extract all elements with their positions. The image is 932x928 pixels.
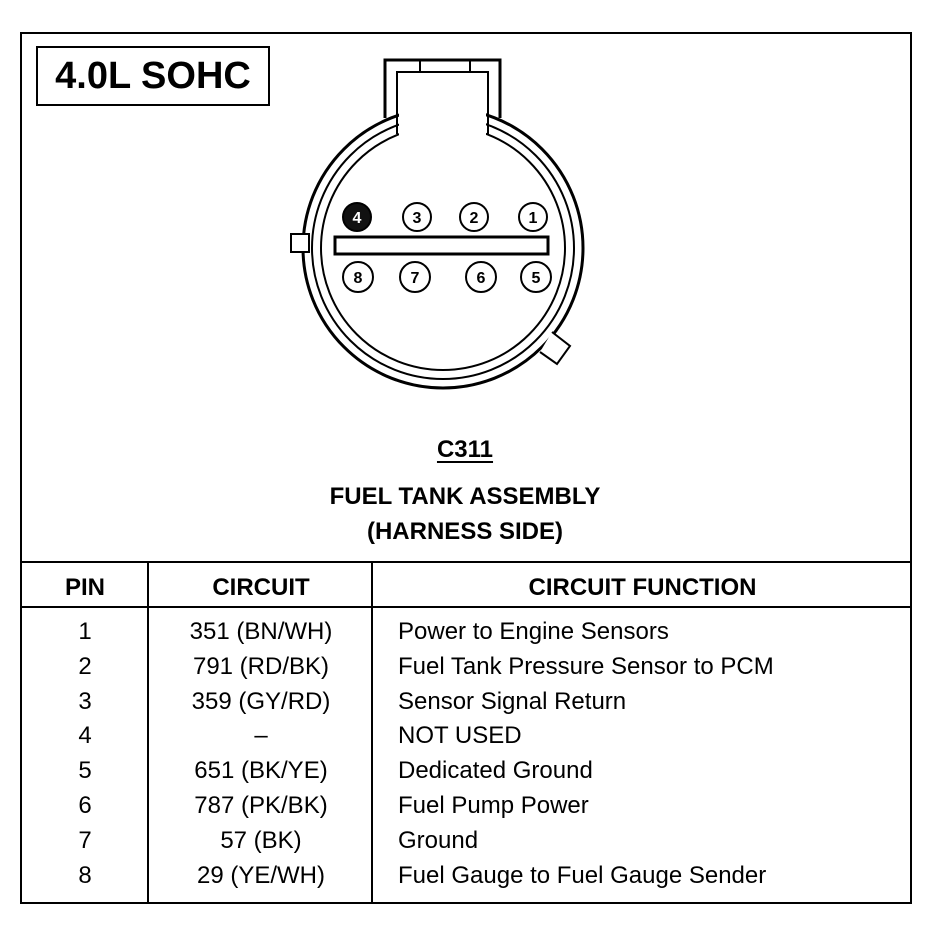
circuit-cell: 359 (GY/RD) — [191, 687, 331, 715]
connector-id: C311 — [436, 436, 494, 463]
circuit-cell: 791 (RD/BK) — [192, 652, 330, 680]
circuit-cell: 651 (BK/YE) — [194, 757, 328, 785]
engine-label: 4.0L SOHC — [36, 46, 270, 106]
pin-5: 5 — [520, 261, 552, 293]
table-col-rule-2 — [371, 561, 373, 904]
header-circuit-function: CIRCUIT FUNCTION — [528, 574, 757, 601]
header-circuit: CIRCUIT — [212, 574, 310, 601]
pin-cell: 6 — [78, 791, 92, 819]
svg-text:2: 2 — [470, 210, 479, 227]
svg-text:8: 8 — [354, 270, 363, 287]
diagram-frame — [20, 32, 912, 904]
connector-key — [539, 331, 572, 366]
pin-3: 3 — [402, 202, 432, 232]
header-pin: PIN — [64, 574, 105, 601]
function-cell: Fuel Pump Power — [398, 791, 589, 819]
table-row: 8 29 (YE/WH) Fuel Gauge to Fuel Gauge Se… — [22, 862, 910, 897]
function-cell: Fuel Gauge to Fuel Gauge Sender — [398, 861, 767, 889]
pin-table: 1 351 (BN/WH) Power to Engine Sensors 2 … — [22, 618, 910, 896]
pin-1: 1 — [518, 202, 548, 232]
circuit-cell: 57 (BK) — [220, 826, 302, 854]
function-cell: Fuel Tank Pressure Sensor to PCM — [398, 652, 774, 680]
table-header-rule — [20, 606, 912, 608]
connector-name: FUEL TANK ASSEMBLY — [329, 483, 601, 510]
connector-top-tab — [383, 58, 502, 118]
table-col-rule-1 — [147, 561, 149, 904]
pin-cell: 8 — [78, 861, 92, 889]
connector-left-latch — [290, 233, 310, 253]
table-row: 1 351 (BN/WH) Power to Engine Sensors — [22, 618, 910, 653]
pin-cell: 1 — [78, 618, 92, 645]
pin-2: 2 — [459, 202, 489, 232]
function-cell: NOT USED — [398, 722, 522, 750]
table-row: 6 787 (PK/BK) Fuel Pump Power — [22, 792, 910, 827]
svg-text:4: 4 — [353, 210, 362, 227]
pin-8: 8 — [342, 261, 374, 293]
circuit-cell: 351 (BN/WH) — [189, 618, 333, 645]
svg-text:5: 5 — [532, 270, 541, 287]
connector-drawing: 4 3 2 1 8 7 6 5 — [290, 58, 585, 390]
function-cell: Sensor Signal Return — [398, 687, 627, 715]
pin-7: 7 — [399, 261, 431, 293]
table-row: 4 – NOT USED — [22, 722, 910, 757]
function-cell: Ground — [398, 826, 479, 854]
table-row: 5 651 (BK/YE) Dedicated Ground — [22, 757, 910, 792]
table-row: 3 359 (GY/RD) Sensor Signal Return — [22, 688, 910, 723]
pin-cell: 5 — [78, 757, 92, 785]
svg-text:3: 3 — [413, 210, 422, 227]
circuit-cell: 29 (YE/WH) — [196, 861, 325, 889]
pin-cell: 4 — [78, 722, 92, 750]
connector-side: (HARNESS SIDE) — [366, 518, 564, 545]
pin-6: 6 — [465, 261, 497, 293]
function-cell: Dedicated Ground — [398, 757, 593, 785]
pin-cell: 2 — [78, 652, 92, 680]
svg-text:1: 1 — [529, 210, 538, 227]
pin-4: 4 — [342, 202, 372, 232]
connector-center-bar — [333, 235, 550, 256]
table-row: 7 57 (BK) Ground — [22, 827, 910, 862]
pin-cell: 7 — [78, 826, 92, 854]
svg-text:6: 6 — [477, 270, 486, 287]
circuit-cell: – — [254, 722, 268, 750]
table-top-rule — [20, 561, 912, 563]
pin-cell: 3 — [78, 687, 92, 715]
function-cell: Power to Engine Sensors — [398, 618, 669, 645]
circuit-cell: 787 (PK/BK) — [194, 791, 328, 819]
table-row: 2 791 (RD/BK) Fuel Tank Pressure Sensor … — [22, 653, 910, 688]
svg-text:7: 7 — [411, 270, 420, 287]
